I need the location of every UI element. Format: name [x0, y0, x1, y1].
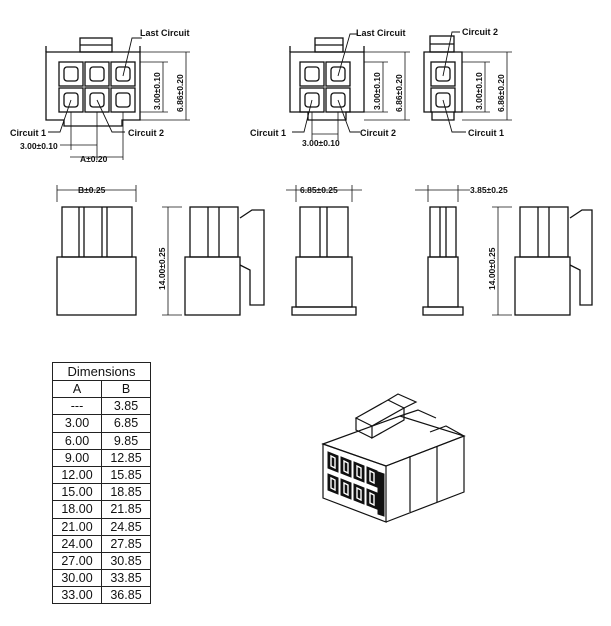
cell-a: 33.00 — [52, 586, 102, 605]
isometric-connector-view — [321, 393, 466, 523]
total-height-dim-2pos: 14.00±0.25 — [487, 247, 497, 290]
cell-a: 3.00 — [52, 414, 102, 433]
cell-a: 27.00 — [52, 551, 102, 571]
side-view-2pos-profile — [492, 206, 593, 316]
cell-a: 30.00 — [52, 569, 102, 588]
width-1pos-dim: 3.85±0.25 — [470, 185, 508, 195]
total-height-dim-6pos: 14.00±0.25 — [157, 247, 167, 290]
b-dim-label: B±0.25 — [78, 185, 106, 195]
table-row: ---3.85 — [52, 397, 151, 416]
cell-a: 6.00 — [52, 431, 102, 450]
circuit-2-label-4pos: Circuit 2 — [360, 128, 396, 138]
cell-b: 27.85 — [101, 534, 151, 553]
cell-b: 18.85 — [101, 483, 151, 502]
circuit-2-label-2pos: Circuit 2 — [462, 27, 498, 37]
width-2pos-dim: 6.85±0.25 — [300, 185, 338, 195]
height-small-dim-2pos: 3.00±0.10 — [474, 72, 484, 110]
cell-a: 21.00 — [52, 517, 102, 536]
top-view-6pos — [45, 37, 190, 160]
cavity-grid-6pos — [58, 61, 136, 113]
top-view-4pos — [289, 33, 410, 140]
pitch-dim-6pos: 3.00±0.10 — [20, 141, 58, 151]
cell-a: 12.00 — [52, 465, 102, 485]
cell-a: 15.00 — [52, 483, 102, 502]
last-circuit-label-6pos: Last Circuit — [140, 28, 190, 38]
cell-b: 15.85 — [101, 465, 151, 485]
cell-a: 24.00 — [52, 534, 102, 553]
height-small-dim-4pos: 3.00±0.10 — [372, 72, 382, 110]
height-small-dim-6pos: 3.00±0.10 — [152, 72, 162, 110]
side-view-4pos-front — [286, 185, 362, 316]
cavity-grid-2pos — [430, 61, 456, 113]
circuit-2-label-6pos: Circuit 2 — [128, 128, 164, 138]
cell-b: 9.85 — [101, 431, 151, 450]
height-outer-dim-6pos: 6.86±0.20 — [175, 74, 185, 112]
cell-a: 18.00 — [52, 500, 102, 519]
last-circuit-label-4pos: Last Circuit — [356, 28, 406, 38]
cell-b: 30.85 — [101, 551, 151, 571]
cell-b: 12.85 — [101, 448, 151, 467]
table-title: Dimensions — [52, 362, 151, 381]
column-header-a: A — [52, 379, 102, 399]
a-dim-label: A±0.20 — [80, 154, 108, 164]
side-view-2pos-front — [415, 185, 470, 316]
circuit-1-label-6pos: Circuit 1 — [10, 128, 46, 138]
column-header-b: B — [101, 379, 151, 399]
cell-b: 3.85 — [101, 397, 151, 416]
cell-a: --- — [52, 397, 102, 416]
cell-b: 21.85 — [101, 500, 151, 519]
height-outer-dim-4pos: 6.86±0.20 — [394, 74, 404, 112]
height-outer-dim-2pos: 6.86±0.20 — [496, 74, 506, 112]
cavity-grid-4pos — [299, 61, 351, 113]
cell-b: 36.85 — [101, 586, 151, 605]
cell-b: 24.85 — [101, 517, 151, 536]
circuit-1-label-4pos: Circuit 1 — [250, 128, 286, 138]
circuit-1-label-2pos: Circuit 1 — [468, 128, 504, 138]
top-view-2pos — [423, 31, 512, 133]
cell-b: 33.85 — [101, 569, 151, 588]
pitch-dim-4pos: 3.00±0.10 — [302, 138, 340, 148]
cell-b: 6.85 — [101, 414, 151, 433]
side-view-6pos-profile — [162, 206, 265, 316]
cell-a: 9.00 — [52, 448, 102, 467]
side-view-6pos-front — [56, 185, 137, 316]
